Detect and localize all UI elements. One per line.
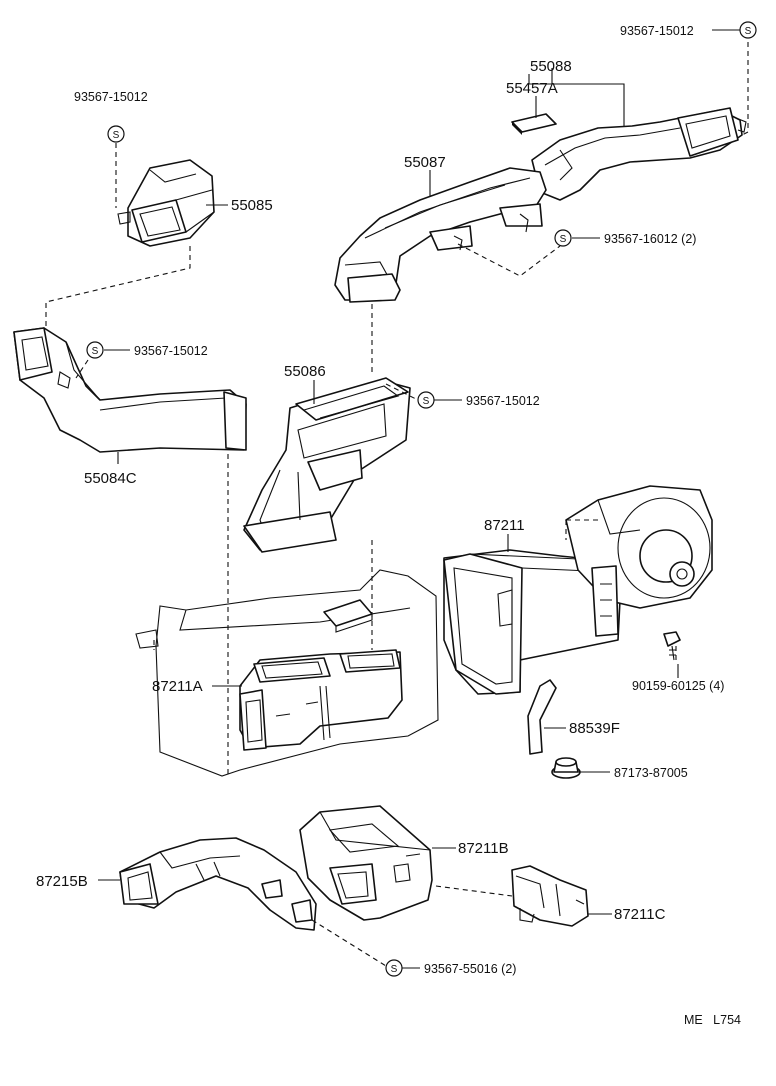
svg-text:S: S bbox=[92, 346, 99, 357]
label-screw-center: 93567-15012 bbox=[466, 394, 540, 408]
label-screw-bottom: 93567-55016 (2) bbox=[424, 962, 516, 976]
pad-55457A bbox=[511, 113, 557, 135]
label-55085: 55085 bbox=[231, 197, 273, 214]
bolt-icon bbox=[663, 631, 681, 661]
s-symbol-icon: S bbox=[86, 341, 104, 359]
svg-text:S: S bbox=[745, 26, 752, 37]
label-screw-top-left: 93567-15012 bbox=[74, 90, 148, 104]
duct-55085 bbox=[117, 159, 215, 247]
label-88539F: 88539F bbox=[569, 720, 620, 737]
diagram-code: ME L754 bbox=[684, 1013, 741, 1027]
duct-55084C bbox=[13, 327, 247, 453]
label-55086: 55086 bbox=[284, 363, 326, 380]
s-symbol-icon: S bbox=[417, 391, 435, 409]
label-55087: 55087 bbox=[404, 154, 446, 171]
blower-87211 bbox=[443, 485, 713, 695]
bracket-87211C bbox=[511, 865, 589, 927]
label-87211B: 87211B bbox=[458, 840, 509, 857]
duct-55088 bbox=[531, 107, 747, 201]
label-87211: 87211 bbox=[484, 517, 525, 534]
s-symbol-icon: S bbox=[107, 125, 125, 143]
case-87211B bbox=[299, 805, 433, 921]
label-grommet: 87173-87005 bbox=[614, 766, 688, 780]
label-screw-mid-right: 93567-16012 (2) bbox=[604, 232, 696, 246]
case-87211A bbox=[239, 649, 403, 751]
s-symbol-icon: S bbox=[739, 21, 757, 39]
label-screw-top-right: 93567-15012 bbox=[620, 24, 694, 38]
s-symbol-icon: S bbox=[554, 229, 572, 247]
leader-lines bbox=[98, 29, 740, 969]
label-87211C: 87211C bbox=[614, 906, 666, 923]
svg-text:S: S bbox=[391, 964, 398, 975]
label-55457A: 55457A bbox=[506, 80, 558, 97]
grommet-icon bbox=[551, 757, 581, 779]
label-55084C: 55084C bbox=[84, 470, 137, 487]
label-bolt-blower: 90159-60125 (4) bbox=[632, 679, 724, 693]
svg-text:S: S bbox=[423, 396, 430, 407]
s-symbol-icon: S bbox=[385, 959, 403, 977]
svg-text:S: S bbox=[113, 130, 120, 141]
duct-55086 bbox=[243, 377, 411, 553]
hose-88539F bbox=[527, 679, 557, 755]
duct-55087 bbox=[334, 167, 547, 303]
label-55088: 55088 bbox=[530, 58, 572, 75]
svg-text:S: S bbox=[560, 234, 567, 245]
label-screw-left-duct: 93567-15012 bbox=[134, 344, 208, 358]
connection-lines bbox=[45, 42, 749, 967]
label-87211A: 87211A bbox=[152, 678, 203, 695]
label-87215B: 87215B bbox=[36, 873, 88, 890]
duct-87215B bbox=[119, 837, 317, 931]
